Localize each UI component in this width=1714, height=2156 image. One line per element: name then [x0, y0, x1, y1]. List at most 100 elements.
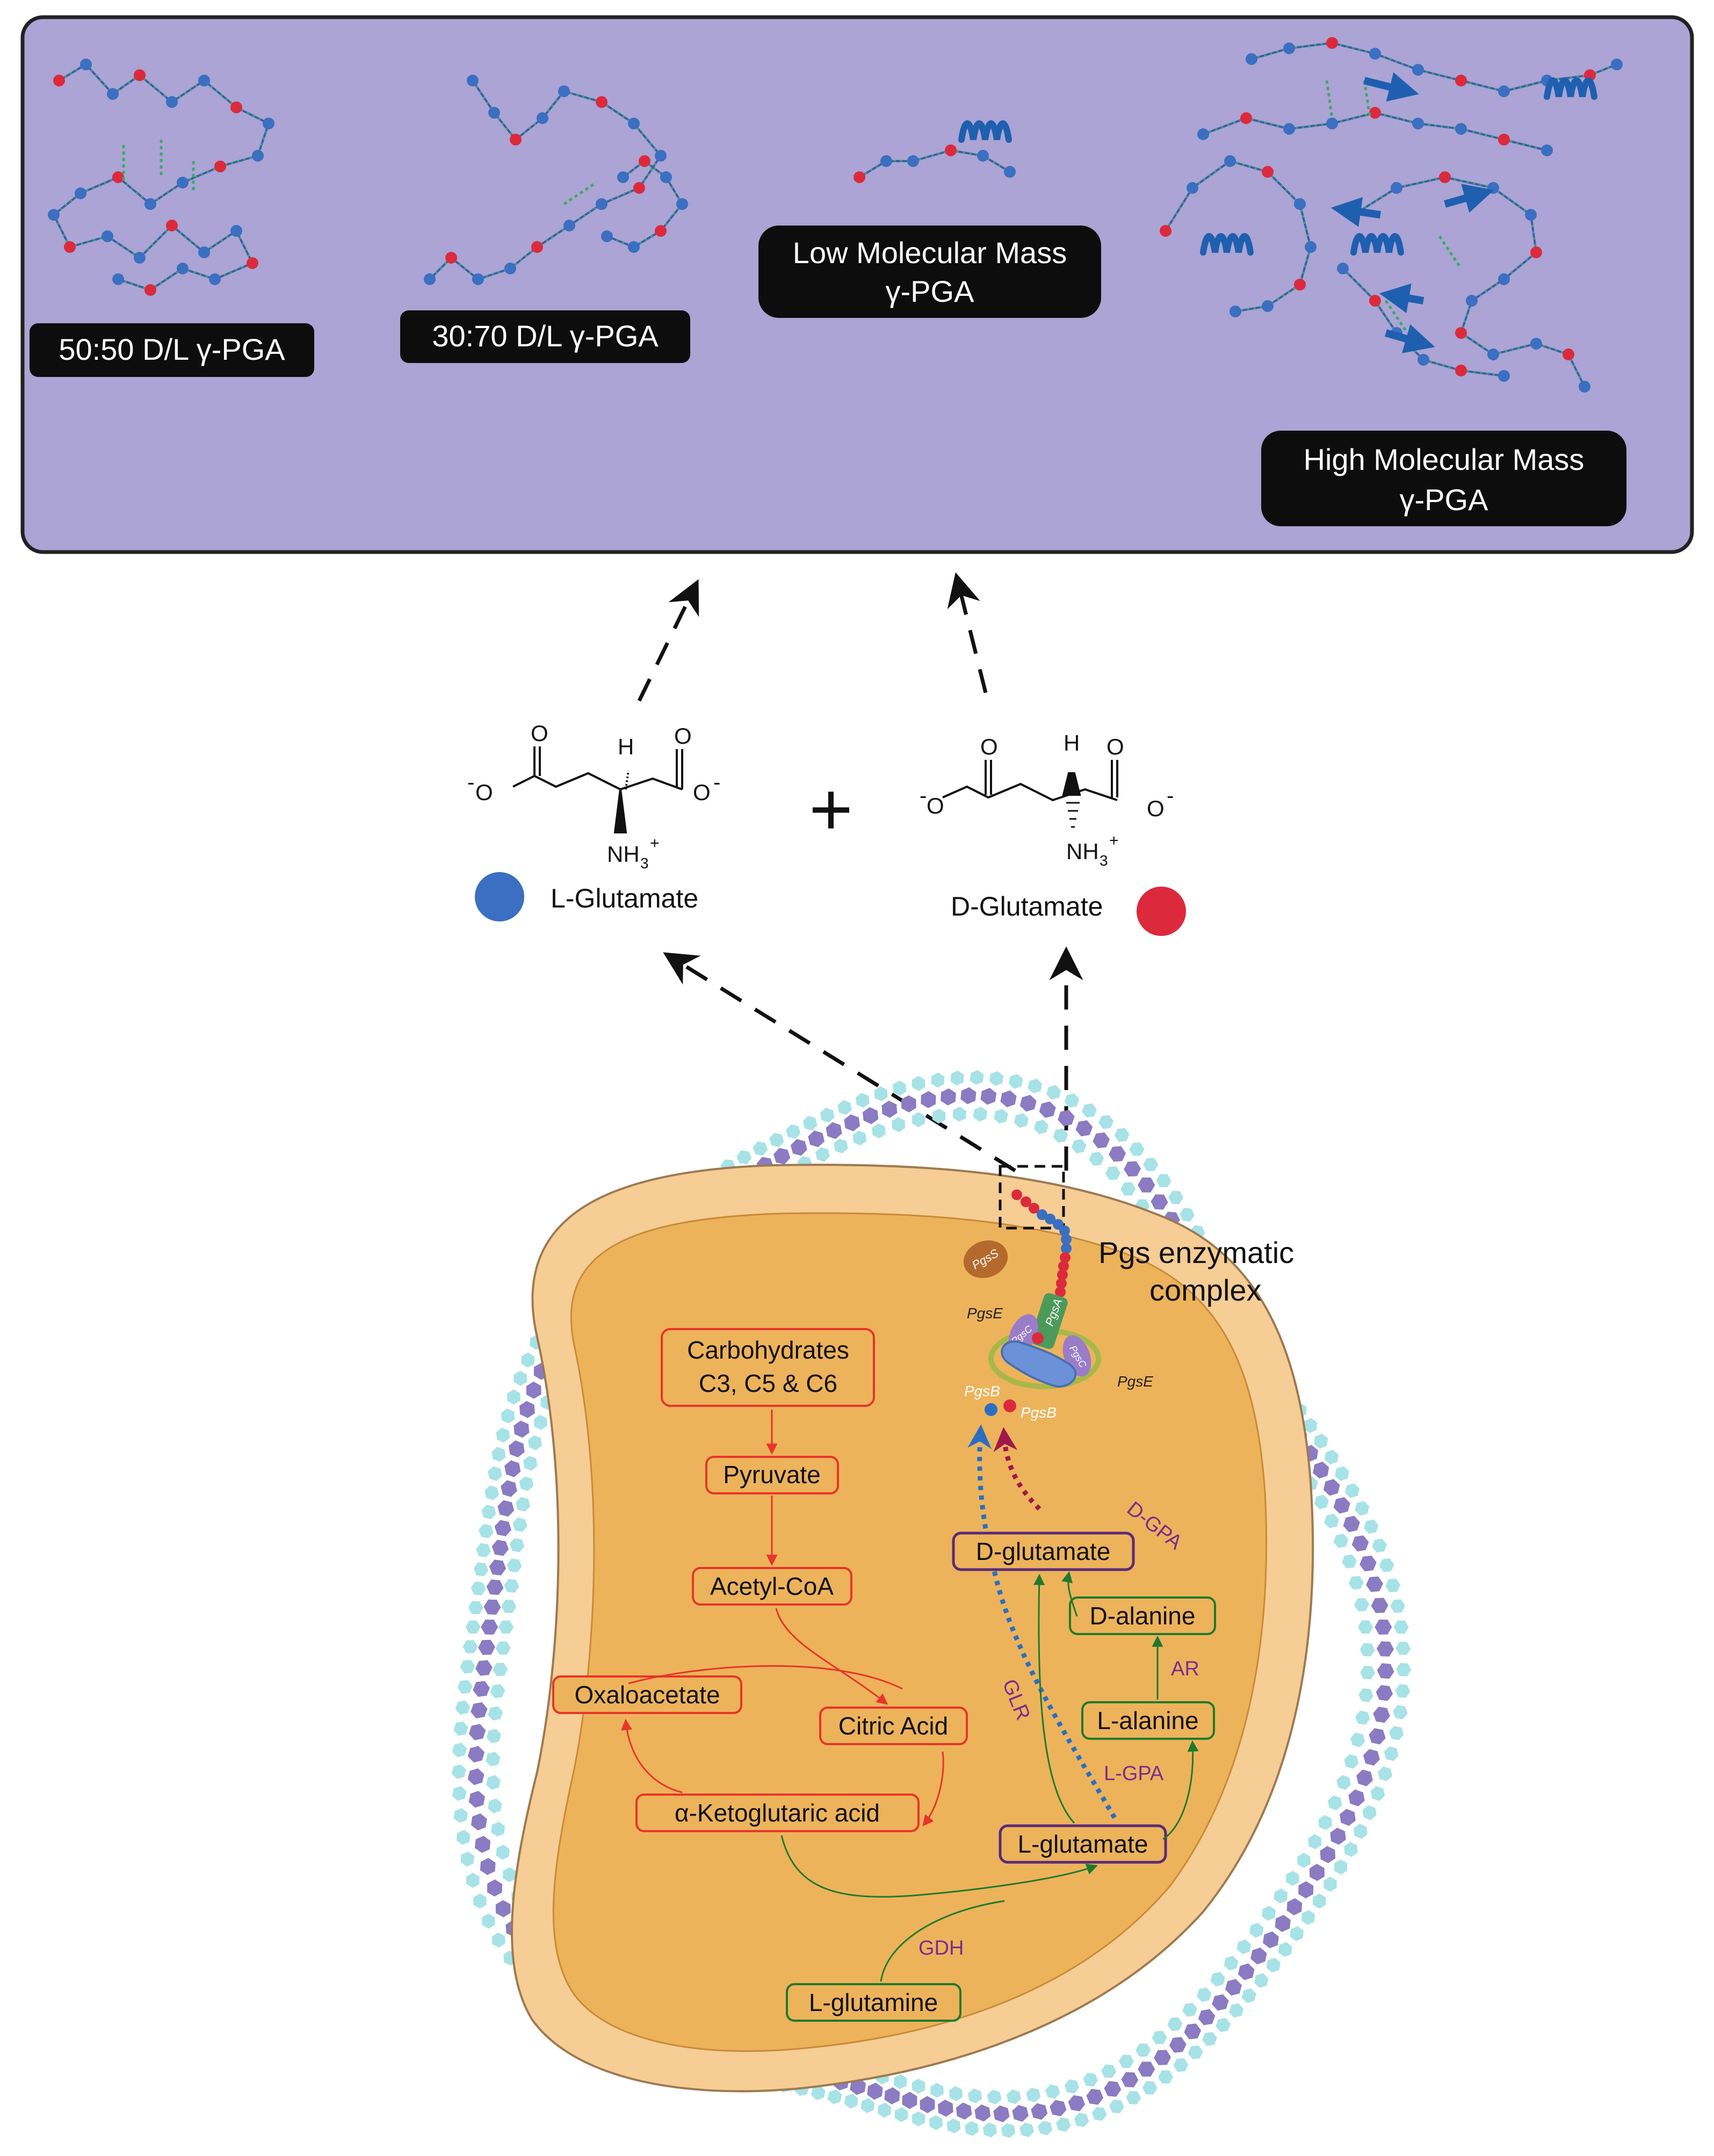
- wall-peptidoglycan-unit: [949, 2086, 963, 2101]
- wall-peptidoglycan-unit: [930, 2082, 944, 2098]
- wall-peptidoglycan-unit: [1369, 1728, 1386, 1745]
- wall-peptidoglycan-unit: [1138, 2061, 1155, 2077]
- d-atom-o-left: O: [927, 793, 944, 818]
- monomer-bead: [504, 263, 516, 274]
- l-atom-nh3: NH: [607, 841, 640, 867]
- wall-peptidoglycan-unit: [1336, 1775, 1351, 1790]
- wall-peptidoglycan-unit: [1373, 1707, 1390, 1723]
- node-carbohydrates-line1: Carbohydrates: [687, 1336, 849, 1364]
- monomer-bead: [1305, 241, 1317, 253]
- wall-peptidoglycan-unit: [1068, 2095, 1086, 2111]
- wall-peptidoglycan-unit: [489, 1559, 507, 1576]
- monomer-bead: [655, 150, 667, 162]
- wall-peptidoglycan-unit: [1370, 1786, 1385, 1801]
- wall-peptidoglycan-unit: [994, 1109, 1008, 1124]
- label-5050: 50:50 D/L γ-PGA: [30, 323, 314, 377]
- wall-peptidoglycan-unit: [451, 1764, 466, 1779]
- monomer-bead: [1230, 306, 1241, 317]
- l-atom-minus-left: -: [467, 771, 474, 794]
- wall-peptidoglycan-unit: [1355, 1710, 1370, 1725]
- wall-peptidoglycan-unit: [487, 1879, 502, 1897]
- monomer-bead: [488, 107, 500, 119]
- wall-peptidoglycan-unit: [1275, 1915, 1291, 1932]
- enzyme-ar: AR: [1171, 1658, 1199, 1680]
- monomer-bead: [1369, 107, 1381, 119]
- monomer-bead: [1455, 327, 1467, 339]
- label-3070-text: 30:70 D/L γ-PGA: [432, 319, 659, 353]
- wall-peptidoglycan-unit: [753, 1141, 768, 1156]
- wall-peptidoglycan-unit: [1395, 1684, 1411, 1698]
- wall-peptidoglycan-unit: [1120, 1182, 1136, 1196]
- wall-peptidoglycan-unit: [1298, 1881, 1314, 1899]
- monomer-bead: [472, 273, 484, 285]
- wall-peptidoglycan-unit: [455, 1700, 471, 1715]
- wall-peptidoglycan-unit: [1376, 1685, 1393, 1701]
- wall-peptidoglycan-unit: [1082, 1103, 1097, 1118]
- secreted-monomer: [1056, 1278, 1067, 1289]
- wall-peptidoglycan-unit: [1384, 1746, 1399, 1761]
- monomer-bead: [660, 171, 672, 183]
- monomer-bead: [1391, 182, 1402, 194]
- wall-peptidoglycan-unit: [1254, 1973, 1269, 1988]
- monomer-bead: [263, 118, 274, 129]
- node-pyruvate: Pyruvate: [723, 1461, 821, 1489]
- wall-peptidoglycan-unit: [1349, 1576, 1364, 1590]
- wall-peptidoglycan-unit: [519, 1400, 535, 1418]
- wall-peptidoglycan-unit: [1229, 2003, 1244, 2018]
- wall-peptidoglycan-unit: [987, 2089, 1002, 2104]
- monomer-bead: [198, 246, 210, 258]
- arrow-d-to-polymer: [947, 572, 988, 693]
- plus-sign: +: [809, 767, 853, 851]
- wall-peptidoglycan-unit: [863, 1107, 879, 1124]
- wall-peptidoglycan-unit: [1154, 2050, 1171, 2065]
- monomer-bead: [112, 171, 124, 183]
- polymer-chains: [48, 37, 1623, 393]
- wall-peptidoglycan-unit: [479, 1524, 494, 1538]
- monomer-bead: [1246, 53, 1257, 65]
- wall-peptidoglycan-unit: [1366, 1576, 1383, 1592]
- wall-peptidoglycan-unit: [1274, 1888, 1288, 1904]
- wall-peptidoglycan-unit: [1290, 1926, 1304, 1941]
- wall-peptidoglycan-unit: [453, 1721, 468, 1736]
- wall-peptidoglycan-unit: [1136, 2043, 1151, 2057]
- monomer-bead: [1541, 144, 1553, 156]
- wall-peptidoglycan-unit: [980, 1087, 997, 1105]
- arrow-cell-to-l: [663, 952, 1016, 1172]
- wall-peptidoglycan-unit: [1334, 1859, 1348, 1875]
- wall-peptidoglycan-unit: [475, 1660, 493, 1676]
- secreted-monomer: [1055, 1287, 1066, 1297]
- pgs-l-monomer: [985, 1403, 997, 1416]
- wall-peptidoglycan-unit: [1001, 2123, 1016, 2138]
- wall-peptidoglycan-unit: [1093, 1132, 1110, 1149]
- helix-segment: [1350, 233, 1404, 256]
- wall-peptidoglycan-unit: [893, 2074, 907, 2089]
- wall-peptidoglycan-unit: [1046, 1085, 1061, 1100]
- monomer-bead: [1439, 171, 1451, 183]
- wall-peptidoglycan-unit: [495, 1900, 511, 1918]
- wall-peptidoglycan-unit: [523, 1456, 538, 1471]
- l-glutamate-dot: [475, 872, 524, 921]
- secreted-monomer: [1057, 1269, 1068, 1280]
- wall-peptidoglycan-unit: [475, 1835, 491, 1853]
- wall-peptidoglycan-unit: [1121, 2072, 1139, 2088]
- monomer-bead: [1412, 64, 1424, 76]
- wall-peptidoglycan-unit: [1359, 1555, 1377, 1572]
- monomer-bead: [102, 230, 113, 242]
- wall-peptidoglycan-unit: [837, 1100, 852, 1115]
- l-glutamate-name: L-Glutamate: [551, 883, 698, 913]
- monomer-bead: [1283, 123, 1295, 135]
- wall-peptidoglycan-unit: [1297, 1853, 1311, 1868]
- pgsB-protein: [1001, 1340, 1077, 1388]
- wall-peptidoglycan-unit: [504, 1460, 521, 1477]
- wall-peptidoglycan-unit: [950, 1070, 964, 1086]
- wall-peptidoglycan-unit: [473, 1562, 489, 1577]
- wall-peptidoglycan-unit: [486, 1775, 501, 1790]
- pgs-d-monomer: [1032, 1332, 1044, 1344]
- monomer-bead: [1498, 273, 1510, 285]
- wall-peptidoglycan-unit: [1202, 2032, 1217, 2046]
- wall-peptidoglycan-unit: [912, 1112, 925, 1127]
- monomer-bead: [1004, 166, 1016, 178]
- wall-peptidoglycan-unit: [956, 2102, 972, 2120]
- wall-peptidoglycan-unit: [1312, 1893, 1326, 1909]
- wall-peptidoglycan-unit: [1019, 2122, 1034, 2137]
